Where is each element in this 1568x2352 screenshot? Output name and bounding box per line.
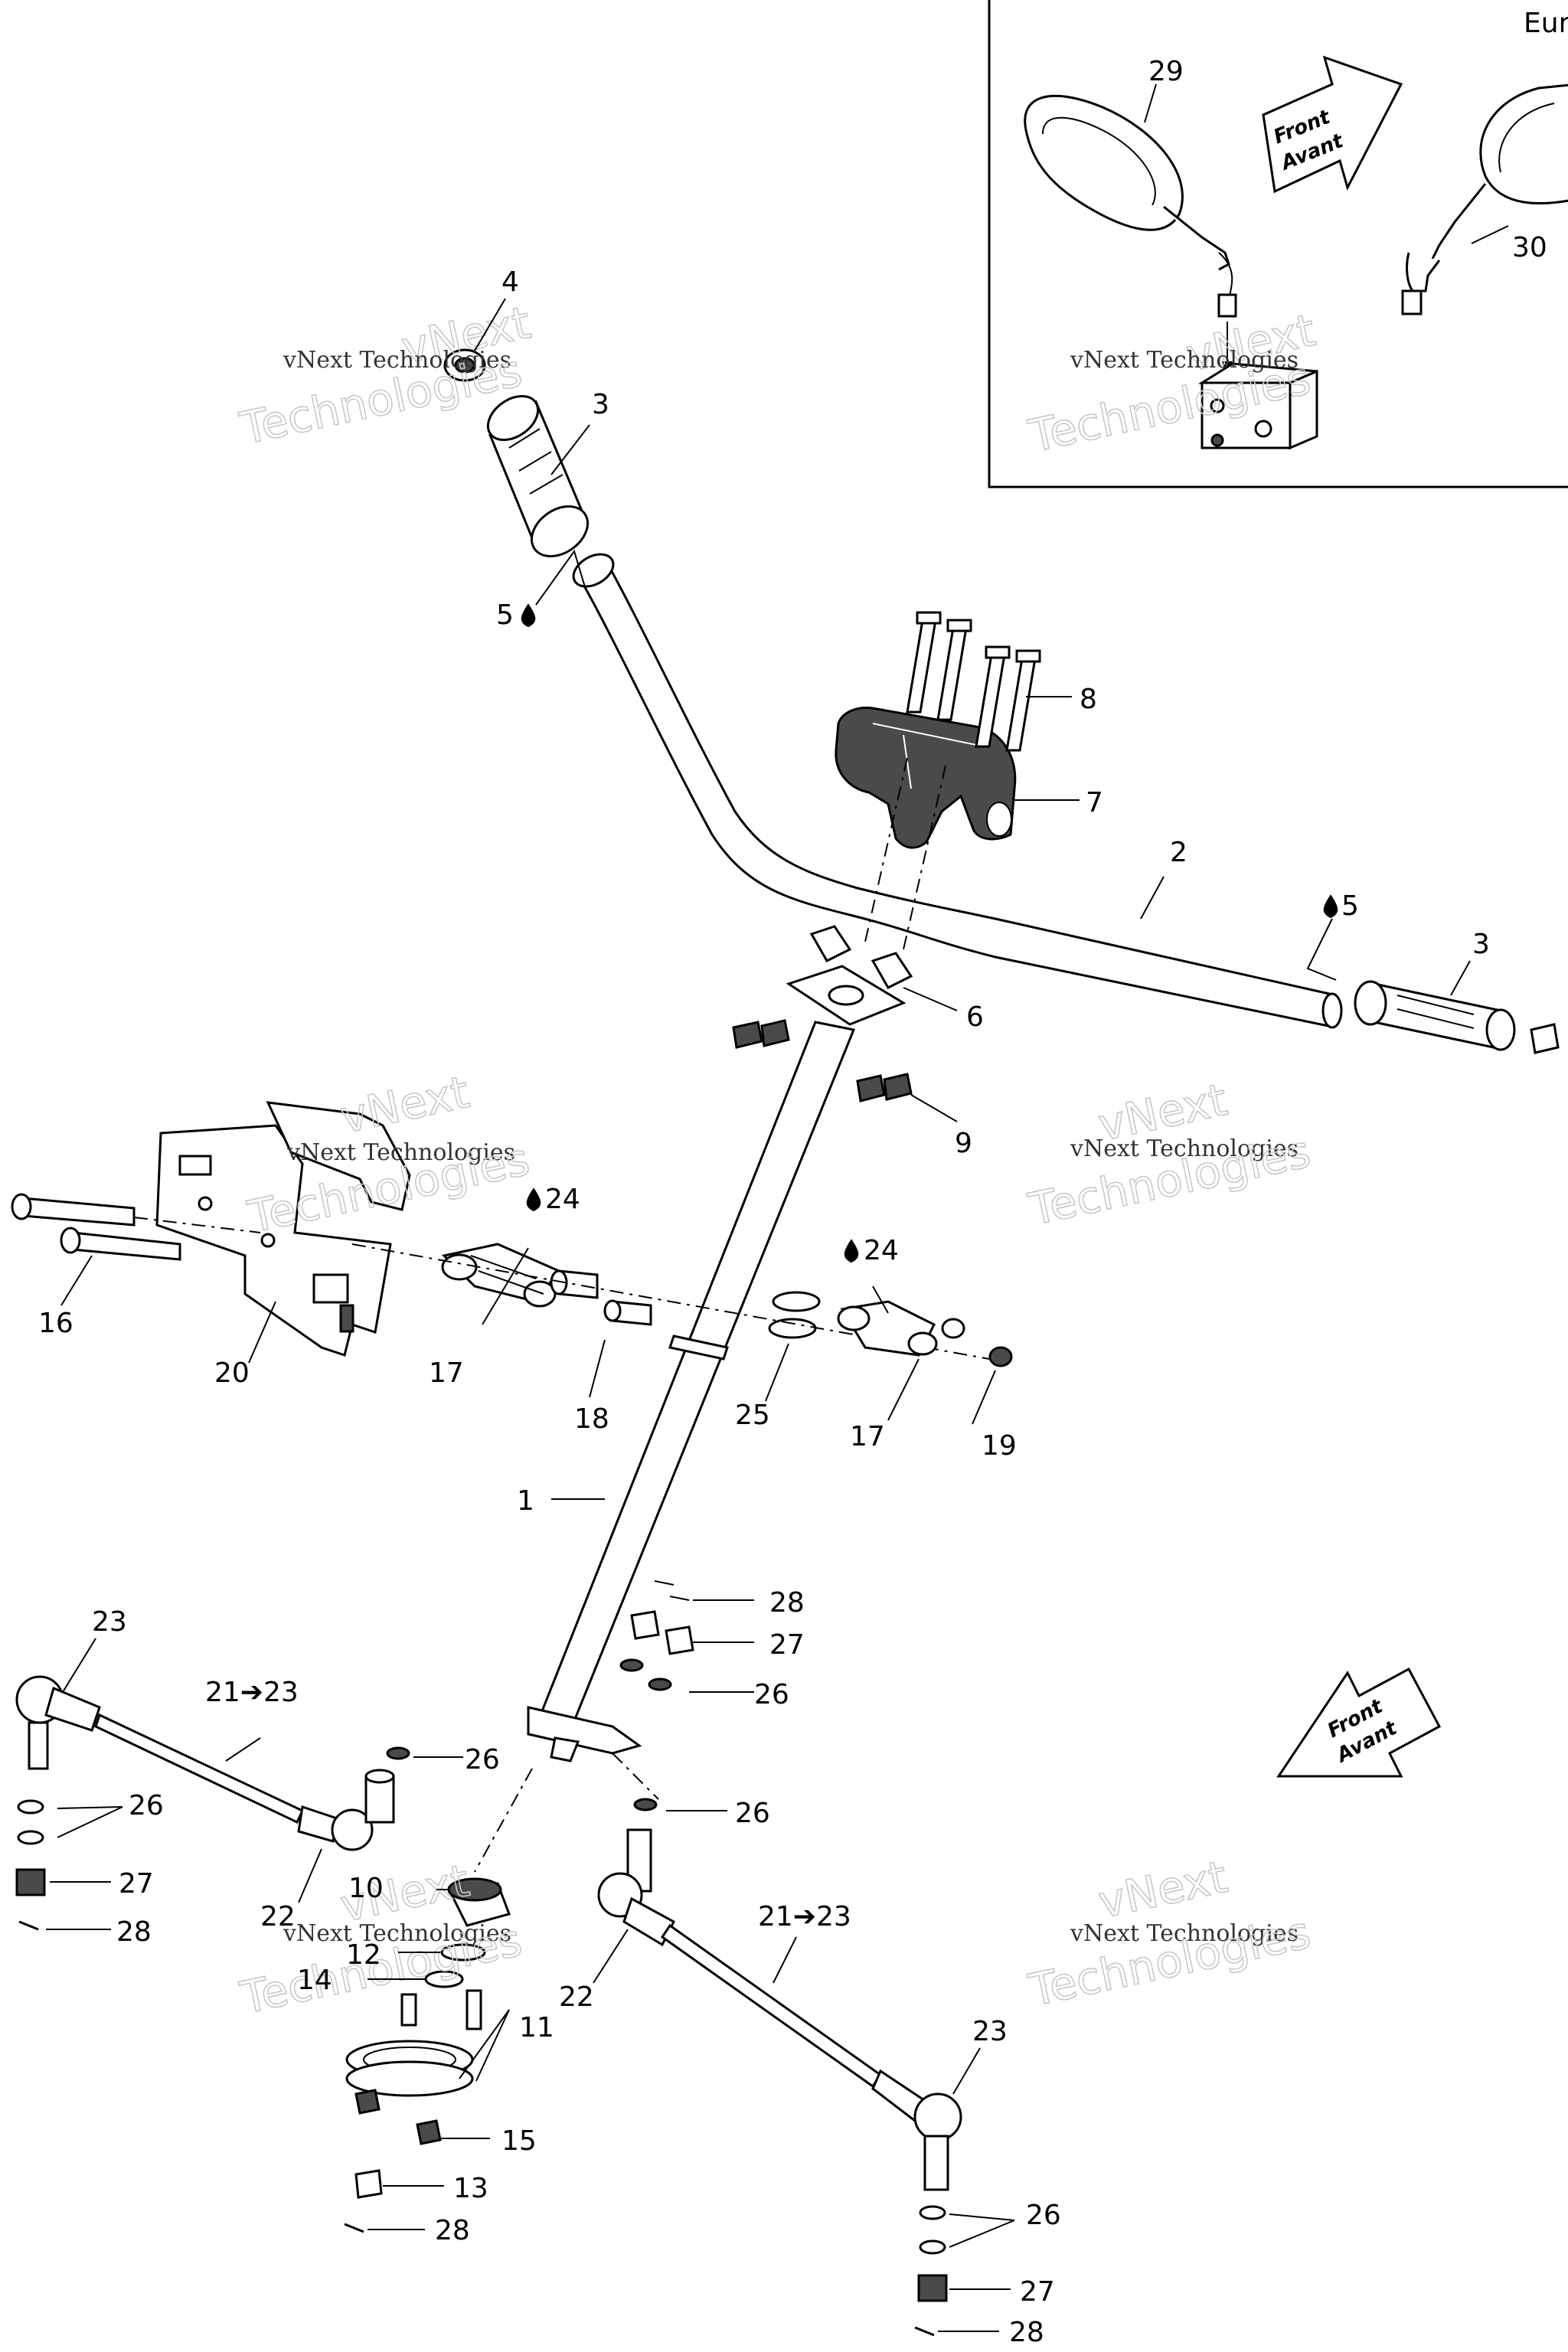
callout-7: 7 <box>1086 787 1103 818</box>
callout-28: 28 <box>116 1916 152 1948</box>
callout-26: 26 <box>735 1798 770 1829</box>
lubricant-drop-icons <box>521 603 1338 1263</box>
left-column-clamp-icon <box>441 1243 561 1308</box>
callout-12: 12 <box>346 1939 381 1971</box>
inset-european-mirrors: Eur Fr <box>988 0 1568 488</box>
callout-14: 14 <box>297 1965 332 1996</box>
callout-26: 26 <box>1026 2200 1061 2231</box>
right-column-clamp-icon <box>837 1300 965 1357</box>
left-tie-rod-hardware-icon <box>15 1746 410 1931</box>
callout-24: 24 <box>864 1235 899 1266</box>
callout-16: 16 <box>38 1308 74 1339</box>
inset-title: Eur <box>1524 8 1568 39</box>
svg-text:vNext Technologies: vNext Technologies <box>1070 1135 1298 1162</box>
watermark-bottom-left: vNext vNext Technologies Technologies <box>235 1854 527 2025</box>
lower-clamp-icon <box>786 925 913 1026</box>
callout-30: 30 <box>1512 232 1547 263</box>
svg-text:vNext: vNext <box>1094 1851 1232 1929</box>
front-arrow-icon: Front Avant <box>1276 1667 1442 1778</box>
callout-3: 3 <box>1472 929 1490 960</box>
right-tie-rod-icon <box>597 1828 962 2191</box>
callout-26: 26 <box>465 1744 500 1775</box>
base-nuts-icon <box>732 1019 913 1102</box>
callout-27: 27 <box>769 1629 805 1661</box>
mirror-left-icon <box>1024 94 1237 318</box>
callout-9: 9 <box>955 1128 972 1159</box>
callout-3: 3 <box>592 389 609 420</box>
callout-5: 5 <box>1341 890 1359 922</box>
pitman-hardware-icon <box>612 1580 694 1811</box>
svg-text:vNext Technologies: vNext Technologies <box>1070 347 1298 374</box>
callout-28: 28 <box>1009 2317 1044 2348</box>
lubricant-drop-icon <box>526 1187 541 1212</box>
callout-17: 17 <box>850 1421 885 1452</box>
callout-6: 6 <box>966 1001 984 1033</box>
callout-26: 26 <box>754 1679 789 1710</box>
callout-19: 19 <box>982 1430 1017 1462</box>
callout-27: 27 <box>1020 2276 1055 2308</box>
callout-25: 25 <box>735 1400 770 1431</box>
left-grip-icon <box>443 348 589 557</box>
column-washers-icon <box>768 1291 821 1339</box>
steering-column-icon <box>527 1021 856 1762</box>
svg-text:vNext Technologies: vNext Technologies <box>283 347 511 374</box>
right-tie-rod-hardware-icon <box>914 2205 948 2337</box>
callout-1: 1 <box>517 1485 534 1517</box>
callout-27: 27 <box>119 1868 154 1900</box>
callout-21-23: 21➔23 <box>205 1677 299 1708</box>
lubricant-drop-icon <box>1323 894 1338 919</box>
callout-13: 13 <box>453 2173 488 2204</box>
svg-text:vNext Technologies: vNext Technologies <box>283 1920 511 1947</box>
watermark-bottom-right: vNext vNext Technologies Technologies <box>1024 1850 1315 2017</box>
callout-15: 15 <box>501 2125 537 2157</box>
bearing-assembly-icon <box>344 1768 533 2233</box>
clamp-bolts-icon <box>864 611 1041 950</box>
callout-23: 23 <box>972 2016 1008 2047</box>
callout-5: 5 <box>496 599 514 631</box>
callout-18: 18 <box>574 1403 609 1435</box>
watermark-mid-right: vNext vNext Technologies Technologies <box>1024 1073 1315 1236</box>
spacers-icon <box>550 1269 652 1326</box>
handlebar-icon <box>572 553 1343 1029</box>
callout-22: 22 <box>260 1901 296 1932</box>
callout-28: 28 <box>769 1587 805 1619</box>
callout-8: 8 <box>1080 684 1097 715</box>
left-tie-rod-icon <box>15 1675 395 1851</box>
lubricant-drop-icon <box>844 1239 859 1263</box>
svg-text:vNext Technologies: vNext Technologies <box>286 1139 515 1166</box>
callout-labels: 29 30 4 3 5 8 7 2 5 3 6 9 24 24 16 20 17… <box>38 56 1547 2348</box>
mounting-bracket-icon <box>155 1101 411 1357</box>
callout-17: 17 <box>429 1357 464 1389</box>
bracket-bolts-icon <box>11 1193 261 1261</box>
callout-2: 2 <box>1170 837 1187 868</box>
right-grip-icon <box>1354 980 1560 1054</box>
svg-text:vNext Technologies: vNext Technologies <box>1070 1920 1298 1947</box>
lubricant-drop-icon <box>521 603 536 628</box>
callout-26: 26 <box>129 1790 164 1821</box>
svg-text:vNext: vNext <box>336 1066 474 1144</box>
callout-10: 10 <box>348 1873 384 1904</box>
switch-block-icon <box>1197 322 1318 450</box>
callout-22: 22 <box>559 1981 594 2013</box>
clamp-nut-icon <box>988 1346 1013 1367</box>
watermark-mid-left: vNext vNext Technologies Technologies <box>243 1065 534 1244</box>
callout-4: 4 <box>501 266 519 298</box>
leader-lines <box>46 298 1471 2332</box>
callout-11: 11 <box>519 2012 554 2043</box>
callout-23: 23 <box>92 1606 127 1638</box>
callout-20: 20 <box>214 1357 250 1389</box>
callout-29: 29 <box>1148 56 1184 87</box>
upper-clamp-icon <box>835 706 1017 849</box>
mirror-right-icon <box>1401 83 1568 315</box>
callout-24: 24 <box>545 1184 580 1215</box>
callout-28: 28 <box>435 2215 470 2246</box>
callout-21-23: 21➔23 <box>758 1901 851 1932</box>
